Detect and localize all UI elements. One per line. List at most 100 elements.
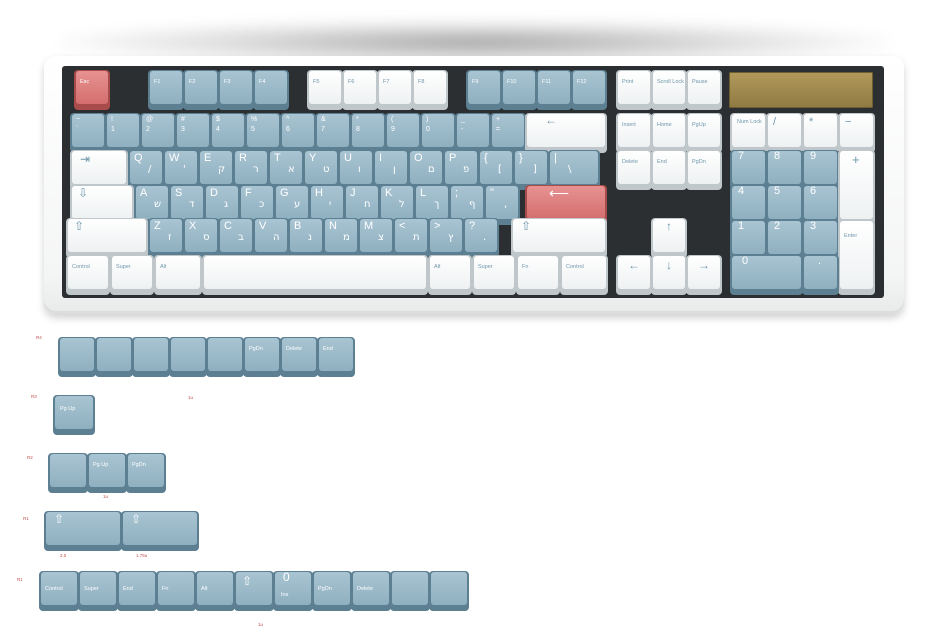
extra-r0-key-9[interactable] (390, 571, 430, 611)
number-key-12[interactable]: += (490, 113, 526, 153)
q-row-key-10[interactable]: {[ (478, 150, 514, 190)
numpad-row2-key-2[interactable]: 9 (802, 150, 839, 190)
extra-r0-key-4[interactable]: Alt (195, 571, 235, 611)
number-key-6[interactable]: ^6 (280, 113, 316, 153)
number-key-8[interactable]: *8 (350, 113, 386, 153)
number-key-9[interactable]: (9 (385, 113, 421, 153)
extra-r4-key-3[interactable] (169, 337, 207, 377)
extra-r1-key-1[interactable]: ⇧ (121, 511, 199, 551)
extra-r2-key-1[interactable]: Pg Up (87, 453, 127, 493)
numpad-plus-key[interactable]: + (838, 150, 875, 225)
pause-key[interactable]: Pause (686, 70, 722, 110)
q-row-key-1[interactable]: W' (163, 150, 199, 190)
numpad-row3-key-0[interactable]: 4 (730, 185, 767, 225)
f5-key[interactable]: F5 (307, 70, 343, 110)
left-shift-key[interactable]: ⇧ (66, 218, 148, 258)
z-row-key-8[interactable]: >ץ (428, 218, 464, 258)
extra-r0-key-2[interactable]: End (117, 571, 157, 611)
z-row-key-7[interactable]: <ת (393, 218, 429, 258)
q-row-key-12[interactable]: |\ (548, 150, 600, 190)
extra-r3-key-0[interactable]: Pg Up (53, 395, 95, 435)
numpad-r1-key-3[interactable]: − (838, 113, 875, 153)
f2-key[interactable]: F2 (183, 70, 219, 110)
numpad-row3-key-2[interactable]: 6 (802, 185, 839, 225)
extra-r2-key-2[interactable]: PgDn (126, 453, 166, 493)
numpad-row4-key-0[interactable]: 1 (730, 220, 767, 260)
f10-key[interactable]: F10 (501, 70, 537, 110)
nav-key-pgdn[interactable]: PgDn (686, 150, 722, 190)
numpad-enter-key[interactable]: Enter (838, 220, 875, 295)
right-shift-key[interactable]: ⇧ (511, 218, 607, 258)
extra-r4-key-4[interactable] (206, 337, 244, 377)
extra-r0-key-5[interactable]: ⇧ (234, 571, 274, 611)
number-key-11[interactable]: _- (455, 113, 491, 153)
extra-r0-key-7[interactable]: PgDn (312, 571, 352, 611)
numpad-r1-key-1[interactable]: / (766, 113, 803, 153)
f8-key[interactable]: F8 (412, 70, 448, 110)
numpad-row4-key-1[interactable]: 2 (766, 220, 803, 260)
arrow-down-key[interactable]: ↓ (651, 255, 687, 295)
scroll-lock-key[interactable]: Scroll Lock (651, 70, 687, 110)
number-key-10[interactable]: )0 (420, 113, 456, 153)
extra-r0-key-8[interactable]: Delete (351, 571, 391, 611)
f12-key[interactable]: F12 (571, 70, 607, 110)
extra-r4-key-5[interactable]: PgDn (243, 337, 281, 377)
nav-key-home[interactable]: Home (651, 113, 687, 153)
extra-r0-key-10[interactable] (429, 571, 469, 611)
number-key-0[interactable]: ~` (70, 113, 106, 153)
number-key-1[interactable]: !1 (105, 113, 141, 153)
extra-r2-key-0[interactable] (48, 453, 88, 493)
numpad-zero-key[interactable]: 0 (730, 255, 803, 295)
f3-key[interactable]: F3 (218, 70, 254, 110)
nav-key-insert[interactable]: Insert (616, 113, 652, 153)
f6-key[interactable]: F6 (342, 70, 378, 110)
backspace-key[interactable]: ← (525, 113, 607, 153)
numpad-dot-key[interactable]: . (802, 255, 839, 295)
right-super-key[interactable]: Super (472, 255, 516, 295)
f1-key[interactable]: F1 (148, 70, 184, 110)
f11-key[interactable]: F11 (536, 70, 572, 110)
left-super-key[interactable]: Super (110, 255, 154, 295)
extra-r4-key-1[interactable] (95, 337, 133, 377)
right-control-key[interactable]: Control (560, 255, 608, 295)
q-row-key-0[interactable]: Q/ (128, 150, 164, 190)
extra-r0-key-3[interactable]: Fn (156, 571, 196, 611)
nav-key-end[interactable]: End (651, 150, 687, 190)
extra-r4-key-0[interactable] (58, 337, 96, 377)
nav-key-delete[interactable]: Delete (616, 150, 652, 190)
numpad-row3-key-1[interactable]: 5 (766, 185, 803, 225)
tab-key[interactable]: ⇥ (70, 150, 128, 190)
number-key-2[interactable]: @2 (140, 113, 176, 153)
numpad-r1-key-0[interactable]: Num Lock (730, 113, 767, 153)
number-key-3[interactable]: #3 (175, 113, 211, 153)
right-alt-key[interactable]: Alt (428, 255, 472, 295)
z-row-key-9[interactable]: ?. (463, 218, 499, 258)
numpad-r1-key-2[interactable]: * (802, 113, 839, 153)
extra-r4-key-7[interactable]: End (317, 337, 355, 377)
arrow-right-key[interactable]: → (686, 255, 722, 295)
extra-r1-key-0[interactable]: ⇧ (44, 511, 122, 551)
extra-r4-key-6[interactable]: Delete (280, 337, 318, 377)
left-control-key[interactable]: Control (66, 255, 110, 295)
numpad-row4-key-2[interactable]: 3 (802, 220, 839, 260)
extra-r0-key-1[interactable]: Super (78, 571, 118, 611)
nav-key-pgup[interactable]: PgUp (686, 113, 722, 153)
number-key-4[interactable]: $4 (210, 113, 246, 153)
number-key-5[interactable]: %5 (245, 113, 281, 153)
fn-key[interactable]: Fn (516, 255, 560, 295)
q-row-key-11[interactable]: }] (513, 150, 549, 190)
